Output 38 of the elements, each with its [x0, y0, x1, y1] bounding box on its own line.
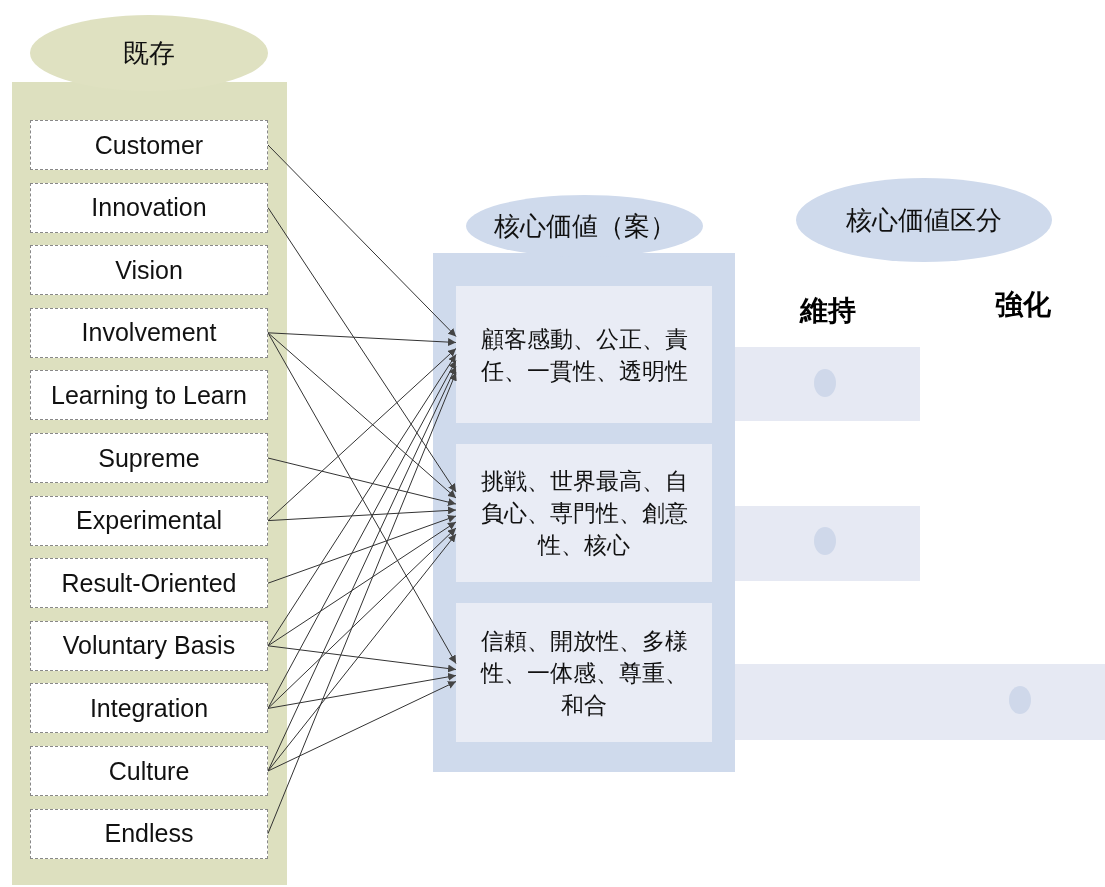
value-box: Involvement [30, 307, 268, 358]
category-panel [433, 195, 735, 772]
arrow [267, 457, 457, 506]
category-ellipse [796, 178, 1052, 262]
value-group-box: 信頼、開放性、多様性、一体感、尊重、和合 [456, 603, 712, 742]
value-box: Innovation [30, 182, 268, 233]
value-box: Learning to Learn [30, 370, 268, 421]
panel-title: 核心価値（案） [492, 210, 677, 243]
value-group-box: 挑戦、世界最高、自負心、専門性、創意性、核心 [456, 444, 712, 582]
arrow [267, 332, 457, 499]
arrow [267, 514, 457, 584]
value-box: Supreme [30, 433, 268, 483]
panel-title: 既存 [122, 37, 176, 70]
category-panel [12, 15, 287, 885]
arrow [267, 533, 457, 772]
heading-text: 核心価値区分 [845, 204, 1003, 237]
arrow [267, 521, 457, 647]
column-label: 維持 [800, 293, 856, 329]
arrow [267, 348, 457, 522]
value-group-box: 顧客感動、公正、責任、一貫性、透明性 [456, 286, 712, 423]
value-box: Result-Oriented [30, 558, 268, 609]
arrow [267, 332, 457, 347]
value-box: Customer [30, 120, 268, 170]
value-box: Culture [30, 746, 268, 796]
value-box: Vision [30, 245, 268, 296]
value-box: Experimental [30, 495, 268, 546]
arrow [267, 527, 457, 709]
arrow [267, 681, 457, 772]
arrow [267, 360, 457, 709]
value-box: Endless [30, 808, 268, 859]
arrow [267, 144, 457, 337]
value-box: Voluntary Basis [30, 620, 268, 671]
column-label: 強化 [995, 287, 1051, 323]
arrow [267, 672, 457, 709]
arrow [267, 207, 457, 493]
arrow [267, 645, 457, 673]
arrow [267, 506, 457, 522]
value-box: Integration [30, 683, 268, 734]
